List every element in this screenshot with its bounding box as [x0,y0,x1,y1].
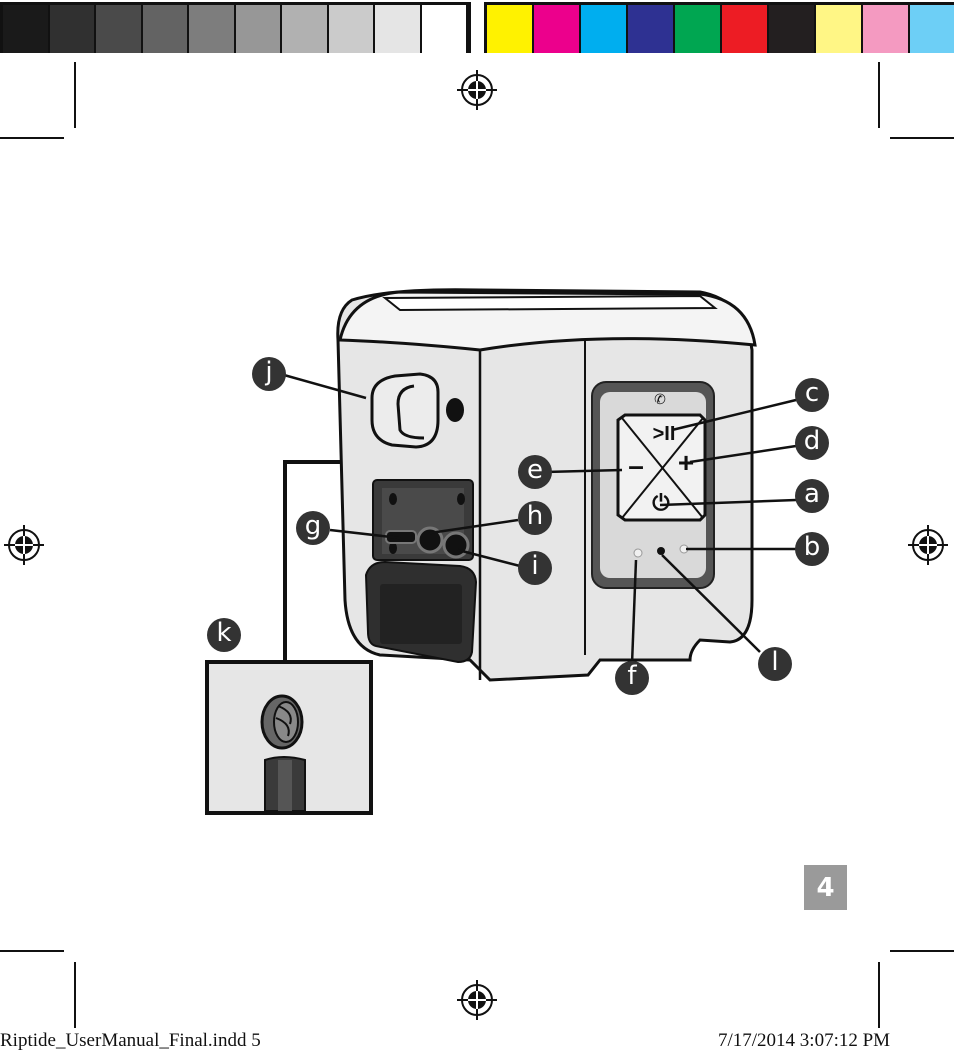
color-swatch [328,5,375,53]
crop-mark [74,62,76,128]
microphone-hole [657,547,665,555]
color-swatch [96,5,143,53]
color-swatch [534,5,581,53]
color-swatch [487,5,534,53]
callout-k: k [207,618,241,652]
color-swatch [235,5,282,53]
callout-d-label: d [804,426,821,456]
callout-g-label: g [305,511,322,541]
callout-e: e [518,455,552,489]
phone-icon: ✆ [654,391,666,407]
slug-filename: Riptide_UserManual_Final.indd 5 [0,1030,261,1051]
callout-c: c [795,378,829,412]
callout-j-label: j [264,357,272,387]
color-swatch [816,5,863,53]
crop-mark [878,962,880,1028]
callout-f: f [615,661,649,695]
color-swatch [910,5,954,53]
audio-out-port [442,531,470,559]
led-indicator [633,548,643,558]
callout-l-label: l [771,647,778,677]
crop-mark [878,62,880,128]
crop-mark [890,137,954,139]
callout-i: i [518,551,552,585]
registration-mark-icon [4,525,44,565]
callout-c-label: c [805,378,819,408]
callout-h: h [518,501,552,535]
registration-mark-icon [457,980,497,1020]
callout-l: l [758,647,792,681]
aux-port [416,526,444,554]
crop-mark [0,137,64,139]
crop-mark [74,962,76,1028]
color-swatch [3,5,50,53]
strap-clip [370,372,440,449]
play-pause-icon: >II [653,423,676,445]
color-swatch [675,5,722,53]
color-swatch [581,5,628,53]
slug-datetime: 7/17/2014 3:07:12 PM [718,1030,891,1051]
color-swatch [863,5,910,53]
color-swatch [189,5,236,53]
callout-k-label: k [216,618,231,648]
callout-j: j [252,357,286,391]
color-swatch [722,5,769,53]
color-swatch [375,5,422,53]
color-swatch [282,5,329,53]
callout-b-label: b [804,532,821,562]
color-swatch [769,5,816,53]
color-swatch [142,5,189,53]
callout-g: g [296,511,330,545]
crop-mark [0,950,64,952]
crop-mark [890,950,954,952]
registration-mark-icon [457,70,497,110]
callout-d: d [795,426,829,460]
volume-down-icon: – [628,450,644,481]
color-swatch [628,5,675,53]
callout-i-label: i [531,551,538,581]
color-swatch [49,5,96,53]
page-number-badge: 4 [804,865,847,910]
color-swatch [421,5,468,53]
volume-up-icon: + [678,447,694,478]
callout-a: a [795,479,829,513]
grey-scale-bar [0,2,471,53]
leader-lines [283,373,797,665]
registration-mark-icon [908,525,948,565]
callout-e-label: e [527,455,543,485]
power-icon: ⏻ [652,490,670,515]
callout-b: b [795,532,829,566]
callout-h-label: h [527,501,543,531]
callout-a-label: a [804,479,820,509]
color-control-bar [484,2,954,53]
callout-f-label: f [627,661,637,691]
